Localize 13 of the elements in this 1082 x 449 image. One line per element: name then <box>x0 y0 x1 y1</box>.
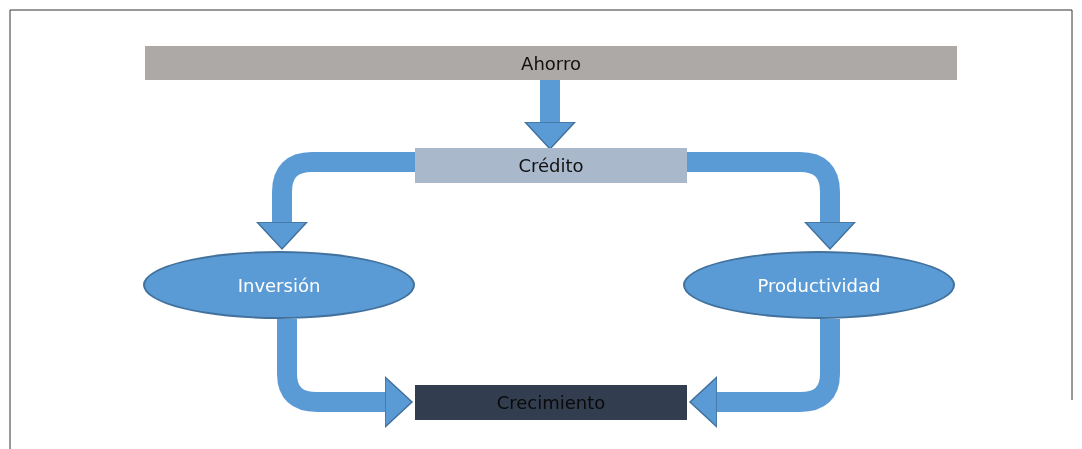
node-label: Productividad <box>757 274 881 296</box>
block-arrow <box>277 319 413 428</box>
block-arrow <box>256 152 415 250</box>
block-arrow <box>689 319 840 428</box>
block-arrow <box>524 80 576 150</box>
label-bar <box>145 46 957 80</box>
node-label: Crédito <box>518 155 584 176</box>
node-label: Inversión <box>237 274 321 296</box>
node-label: Crecimiento <box>496 392 606 413</box>
block-arrow <box>687 152 856 250</box>
label-bar <box>415 148 687 183</box>
label-bar <box>415 385 687 420</box>
node-label: Ahorro <box>521 52 581 74</box>
